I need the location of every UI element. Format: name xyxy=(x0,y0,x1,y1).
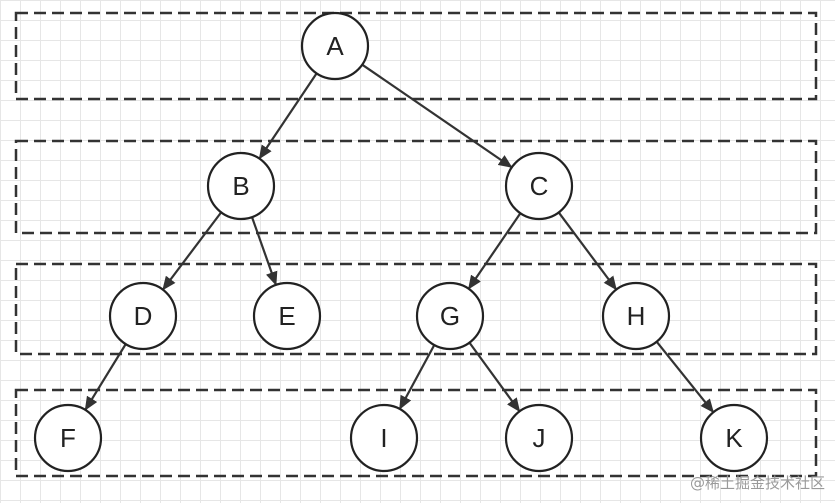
edge-D-F xyxy=(84,343,127,411)
node-label-D: D xyxy=(134,301,153,331)
node-circle-H xyxy=(601,281,671,351)
tree-node-C: C xyxy=(504,151,574,221)
watermark-text: @稀土掘金技术社区 xyxy=(689,474,825,492)
node-label-C: C xyxy=(530,171,549,201)
tree-node-G: G xyxy=(415,281,485,351)
tree-node-I: I xyxy=(349,403,419,473)
edge-C-H xyxy=(557,211,617,291)
tree-node-A: A xyxy=(300,11,370,81)
tree-node-D: D xyxy=(108,281,178,351)
node-circle-J xyxy=(504,403,574,473)
tree-node-J: J xyxy=(504,403,574,473)
node-label-E: E xyxy=(278,301,295,331)
tree-node-K: K xyxy=(699,403,769,473)
node-label-K: K xyxy=(725,423,743,453)
node-circle-K xyxy=(699,403,769,473)
level-box-0 xyxy=(14,11,818,101)
level-box-2 xyxy=(14,262,818,356)
tree-node-F: F xyxy=(33,403,103,473)
level-boxes xyxy=(14,11,818,478)
node-circle-G xyxy=(415,281,485,351)
node-circle-I xyxy=(349,403,419,473)
edge-H-K xyxy=(655,341,714,414)
edge-G-I xyxy=(399,344,436,410)
nodes: A B C D E G H F I J K xyxy=(33,11,769,473)
node-circle-D xyxy=(108,281,178,351)
level-box-1 xyxy=(14,139,818,235)
node-label-J: J xyxy=(533,423,546,453)
edge-C-G xyxy=(468,212,522,290)
tree-node-B: B xyxy=(206,151,276,221)
node-circle-C xyxy=(504,151,574,221)
edge-B-E xyxy=(250,216,278,286)
node-circle-A xyxy=(300,11,370,81)
edge-B-D xyxy=(162,211,223,291)
tree-node-E: E xyxy=(252,281,322,351)
node-label-A: A xyxy=(326,31,344,61)
edge-A-C xyxy=(361,63,513,168)
node-label-F: F xyxy=(60,423,76,453)
node-label-H: H xyxy=(627,301,646,331)
node-label-I: I xyxy=(380,423,387,453)
edges xyxy=(84,63,714,414)
level-box-3 xyxy=(14,388,818,478)
edge-G-J xyxy=(468,342,521,413)
node-circle-E xyxy=(252,281,322,351)
node-circle-F xyxy=(33,403,103,473)
edge-A-B xyxy=(258,72,318,160)
node-circle-B xyxy=(206,151,276,221)
node-label-B: B xyxy=(232,171,249,201)
tree-node-H: H xyxy=(601,281,671,351)
node-label-G: G xyxy=(440,301,460,331)
